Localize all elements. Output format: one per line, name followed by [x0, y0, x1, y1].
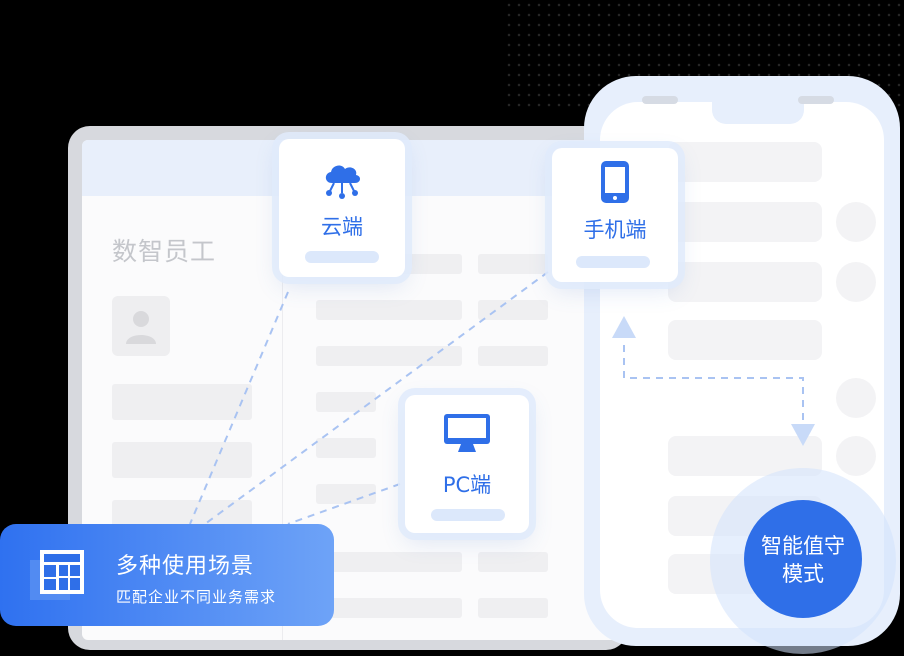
content-skeleton [478, 254, 548, 274]
content-skeleton [316, 346, 462, 366]
phone-speaker [642, 96, 678, 104]
phone-list-skeleton [668, 320, 822, 360]
pc-card[interactable]: PC端 [405, 395, 529, 533]
phone-circle-skeleton [836, 262, 876, 302]
content-skeleton [478, 300, 548, 320]
badge-line-2: 模式 [782, 562, 824, 586]
content-skeleton [316, 438, 376, 458]
content-skeleton [478, 552, 548, 572]
content-skeleton [478, 346, 548, 366]
cloud-card-label: 云端 [321, 215, 363, 239]
mobile-card-pill [576, 256, 650, 268]
user-icon [126, 311, 156, 344]
badge-line-1: 智能值守 [761, 534, 845, 558]
pc-card-pill [431, 509, 505, 521]
smart-watch-mode-badge[interactable]: 智能值守 模式 [744, 500, 862, 618]
content-skeleton [316, 484, 376, 504]
layout-grid-icon [30, 550, 84, 600]
mobile-card[interactable]: 手机端 [552, 148, 678, 282]
smartphone-icon [601, 161, 629, 203]
phone-list-skeleton [668, 202, 822, 242]
banner-subtitle: 匹配企业不同业务需求 [116, 588, 277, 606]
banner-title: 多种使用场景 [116, 554, 255, 579]
content-skeleton [316, 598, 462, 618]
phone-list-skeleton [668, 262, 822, 302]
phone-circle-skeleton [836, 436, 876, 476]
pc-card-label: PC端 [442, 473, 492, 497]
avatar [112, 296, 170, 356]
cloud-network-icon [325, 165, 361, 199]
phone-circle-skeleton [836, 202, 876, 242]
content-skeleton [316, 392, 376, 412]
phone-notch [712, 102, 804, 124]
content-skeleton [316, 300, 462, 320]
content-skeleton [316, 552, 462, 572]
mobile-card-label: 手机端 [583, 218, 647, 242]
cloud-card-pill [305, 251, 379, 263]
sidebar-skeleton [112, 384, 252, 420]
phone-list-skeleton [668, 142, 822, 182]
scenario-banner[interactable]: 多种使用场景 匹配企业不同业务需求 [0, 524, 334, 626]
monitor-icon [444, 414, 490, 452]
desktop-title: 数智员工 [112, 237, 217, 266]
cloud-card[interactable]: 云端 [279, 139, 405, 277]
sidebar-skeleton [112, 442, 252, 478]
phone-speaker [798, 96, 834, 104]
content-skeleton [478, 598, 548, 618]
phone-circle-skeleton [836, 378, 876, 418]
